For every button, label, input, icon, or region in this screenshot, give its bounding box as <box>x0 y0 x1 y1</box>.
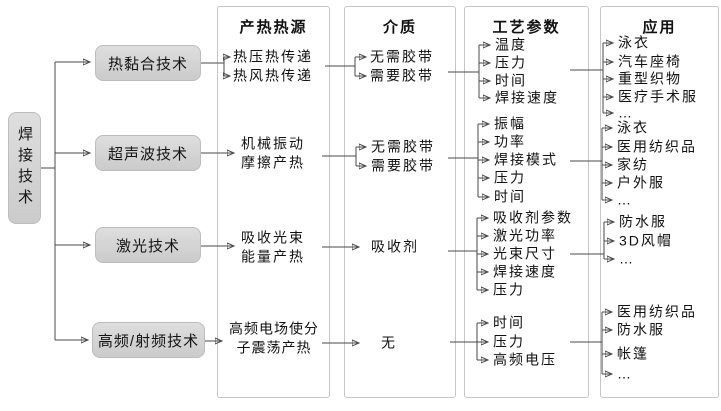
tech-label: 热黏合技术 <box>107 55 188 73</box>
heat-source-item: 高频电场使分 <box>229 320 319 337</box>
tech-node-hf-rf: 高频/射频技术 <box>92 322 205 358</box>
application-item: 医用纺织品 <box>617 303 697 320</box>
tech-node-thermal-bonding: 热黏合技术 <box>95 45 201 81</box>
connector-row-laser <box>201 218 614 290</box>
medium-item: 吸收剂 <box>371 238 419 255</box>
application-item: 户外服 <box>617 174 665 191</box>
tech-label: 高频/射频技术 <box>97 332 200 350</box>
parameter-item: 激光功率 <box>493 227 557 244</box>
heat-source-item: 子震荡产热 <box>236 339 312 356</box>
root-node-welding-technology: 焊接技术 <box>8 112 41 224</box>
column-applications: 应用 <box>600 6 719 398</box>
medium-item: 需要胶带 <box>370 67 434 84</box>
application-item: 医疗手术服 <box>618 88 698 105</box>
application-item: 3D风帽 <box>619 232 673 249</box>
column-parameters: 工艺参数 <box>464 6 589 398</box>
heat-source-item: 热压热传递 <box>233 48 313 65</box>
parameter-item: 压力 <box>494 169 526 186</box>
column-medium: 介质 <box>344 6 456 398</box>
medium-item: 无需胶带 <box>371 138 435 155</box>
application-item: 泳衣 <box>617 119 649 136</box>
application-item: 帐篷 <box>617 345 649 362</box>
root-label: 焊接技术 <box>16 126 33 210</box>
parameter-item: 焊接模式 <box>494 151 558 168</box>
parameter-item: 温度 <box>495 36 527 53</box>
tech-label: 超声波技术 <box>107 145 188 163</box>
column-header-parameters: 工艺参数 <box>492 19 561 36</box>
tech-node-ultrasonic: 超声波技术 <box>95 135 201 171</box>
application-item: … <box>617 365 633 382</box>
heat-source-item: 热风热传递 <box>233 67 313 84</box>
heat-source-item: 能量产热 <box>241 248 305 265</box>
heat-source-item: 机械振动 <box>241 135 305 152</box>
tech-node-laser: 激光技术 <box>95 227 201 263</box>
column-heat-source: 产热热源 <box>217 6 330 398</box>
heat-source-item: 摩擦产热 <box>241 154 305 171</box>
application-item: … <box>618 104 634 121</box>
parameter-item: 时间 <box>494 188 526 205</box>
application-item: 医用纺织品 <box>617 138 697 155</box>
parameter-item: 振幅 <box>494 115 526 132</box>
parameter-item: 高频电压 <box>493 351 557 368</box>
application-item: … <box>617 191 633 208</box>
application-item: 汽车座椅 <box>618 53 682 70</box>
parameter-item: 压力 <box>493 333 525 350</box>
parameter-item: 吸收剂参数 <box>493 209 573 226</box>
parameter-item: 功率 <box>494 133 526 150</box>
connector-trunk <box>41 62 90 340</box>
application-item: 家纺 <box>617 156 649 173</box>
application-item: 泳衣 <box>618 34 650 51</box>
parameter-item: 焊接速度 <box>493 263 557 280</box>
parameter-item: 时间 <box>495 72 527 89</box>
application-item: 防水服 <box>619 213 667 230</box>
application-item: 重型织物 <box>618 70 682 87</box>
application-item: … <box>619 250 635 267</box>
medium-item: 无 <box>381 334 397 351</box>
connector-row-thermal <box>201 43 613 113</box>
connector-row-ultrasonic <box>201 124 612 200</box>
parameter-item: 压力 <box>495 54 527 71</box>
parameter-item: 焊接速度 <box>495 89 559 106</box>
column-header-heat-source: 产热热源 <box>239 19 308 36</box>
application-item: 防水服 <box>617 321 665 338</box>
medium-item: 无需胶带 <box>370 48 434 65</box>
heat-source-item: 吸收光束 <box>241 229 305 246</box>
parameter-item: 光束尺寸 <box>493 245 557 262</box>
connector-row-hf-rf <box>205 312 612 374</box>
medium-item: 需要胶带 <box>371 157 435 174</box>
column-header-medium: 介质 <box>382 19 417 36</box>
parameter-item: 压力 <box>493 281 525 298</box>
tech-label: 激光技术 <box>115 237 180 255</box>
column-header-applications: 应用 <box>642 19 677 36</box>
parameter-item: 时间 <box>493 314 525 331</box>
